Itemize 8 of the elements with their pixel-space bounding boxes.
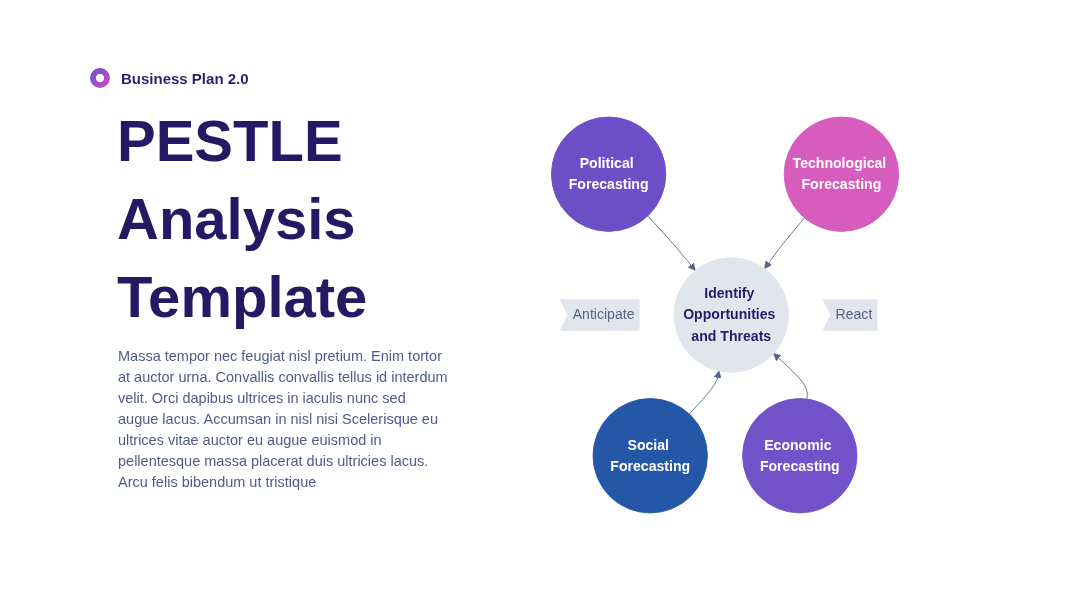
node-circle: Social Forecasting xyxy=(592,398,708,514)
node-circle: Political Forecasting xyxy=(551,116,667,232)
header-label: Business Plan 2.0 xyxy=(121,69,249,87)
node-circle: Identify Opportunities and Threats xyxy=(673,257,789,373)
node-circle: Technological Forecasting xyxy=(783,116,899,232)
node-circle: Economic Forecasting xyxy=(742,398,858,514)
title: PESTLE Analysis Template xyxy=(117,107,369,331)
body-paragraph: Massa tempor nec feugiat nisl pretium. Enim tortor at auctor urna. Convallis convallis tellus id interdum velit. Orci dapibus ultrices in iaculis nunc sed augue lacus. Accumsan in nisl nisi Scelerisque eu ultrices vitae auctor eu augue euismod in pellentesque massa placerat duis ultricies lacus. Arcu felis bibendum ut tristique xyxy=(118,347,448,492)
